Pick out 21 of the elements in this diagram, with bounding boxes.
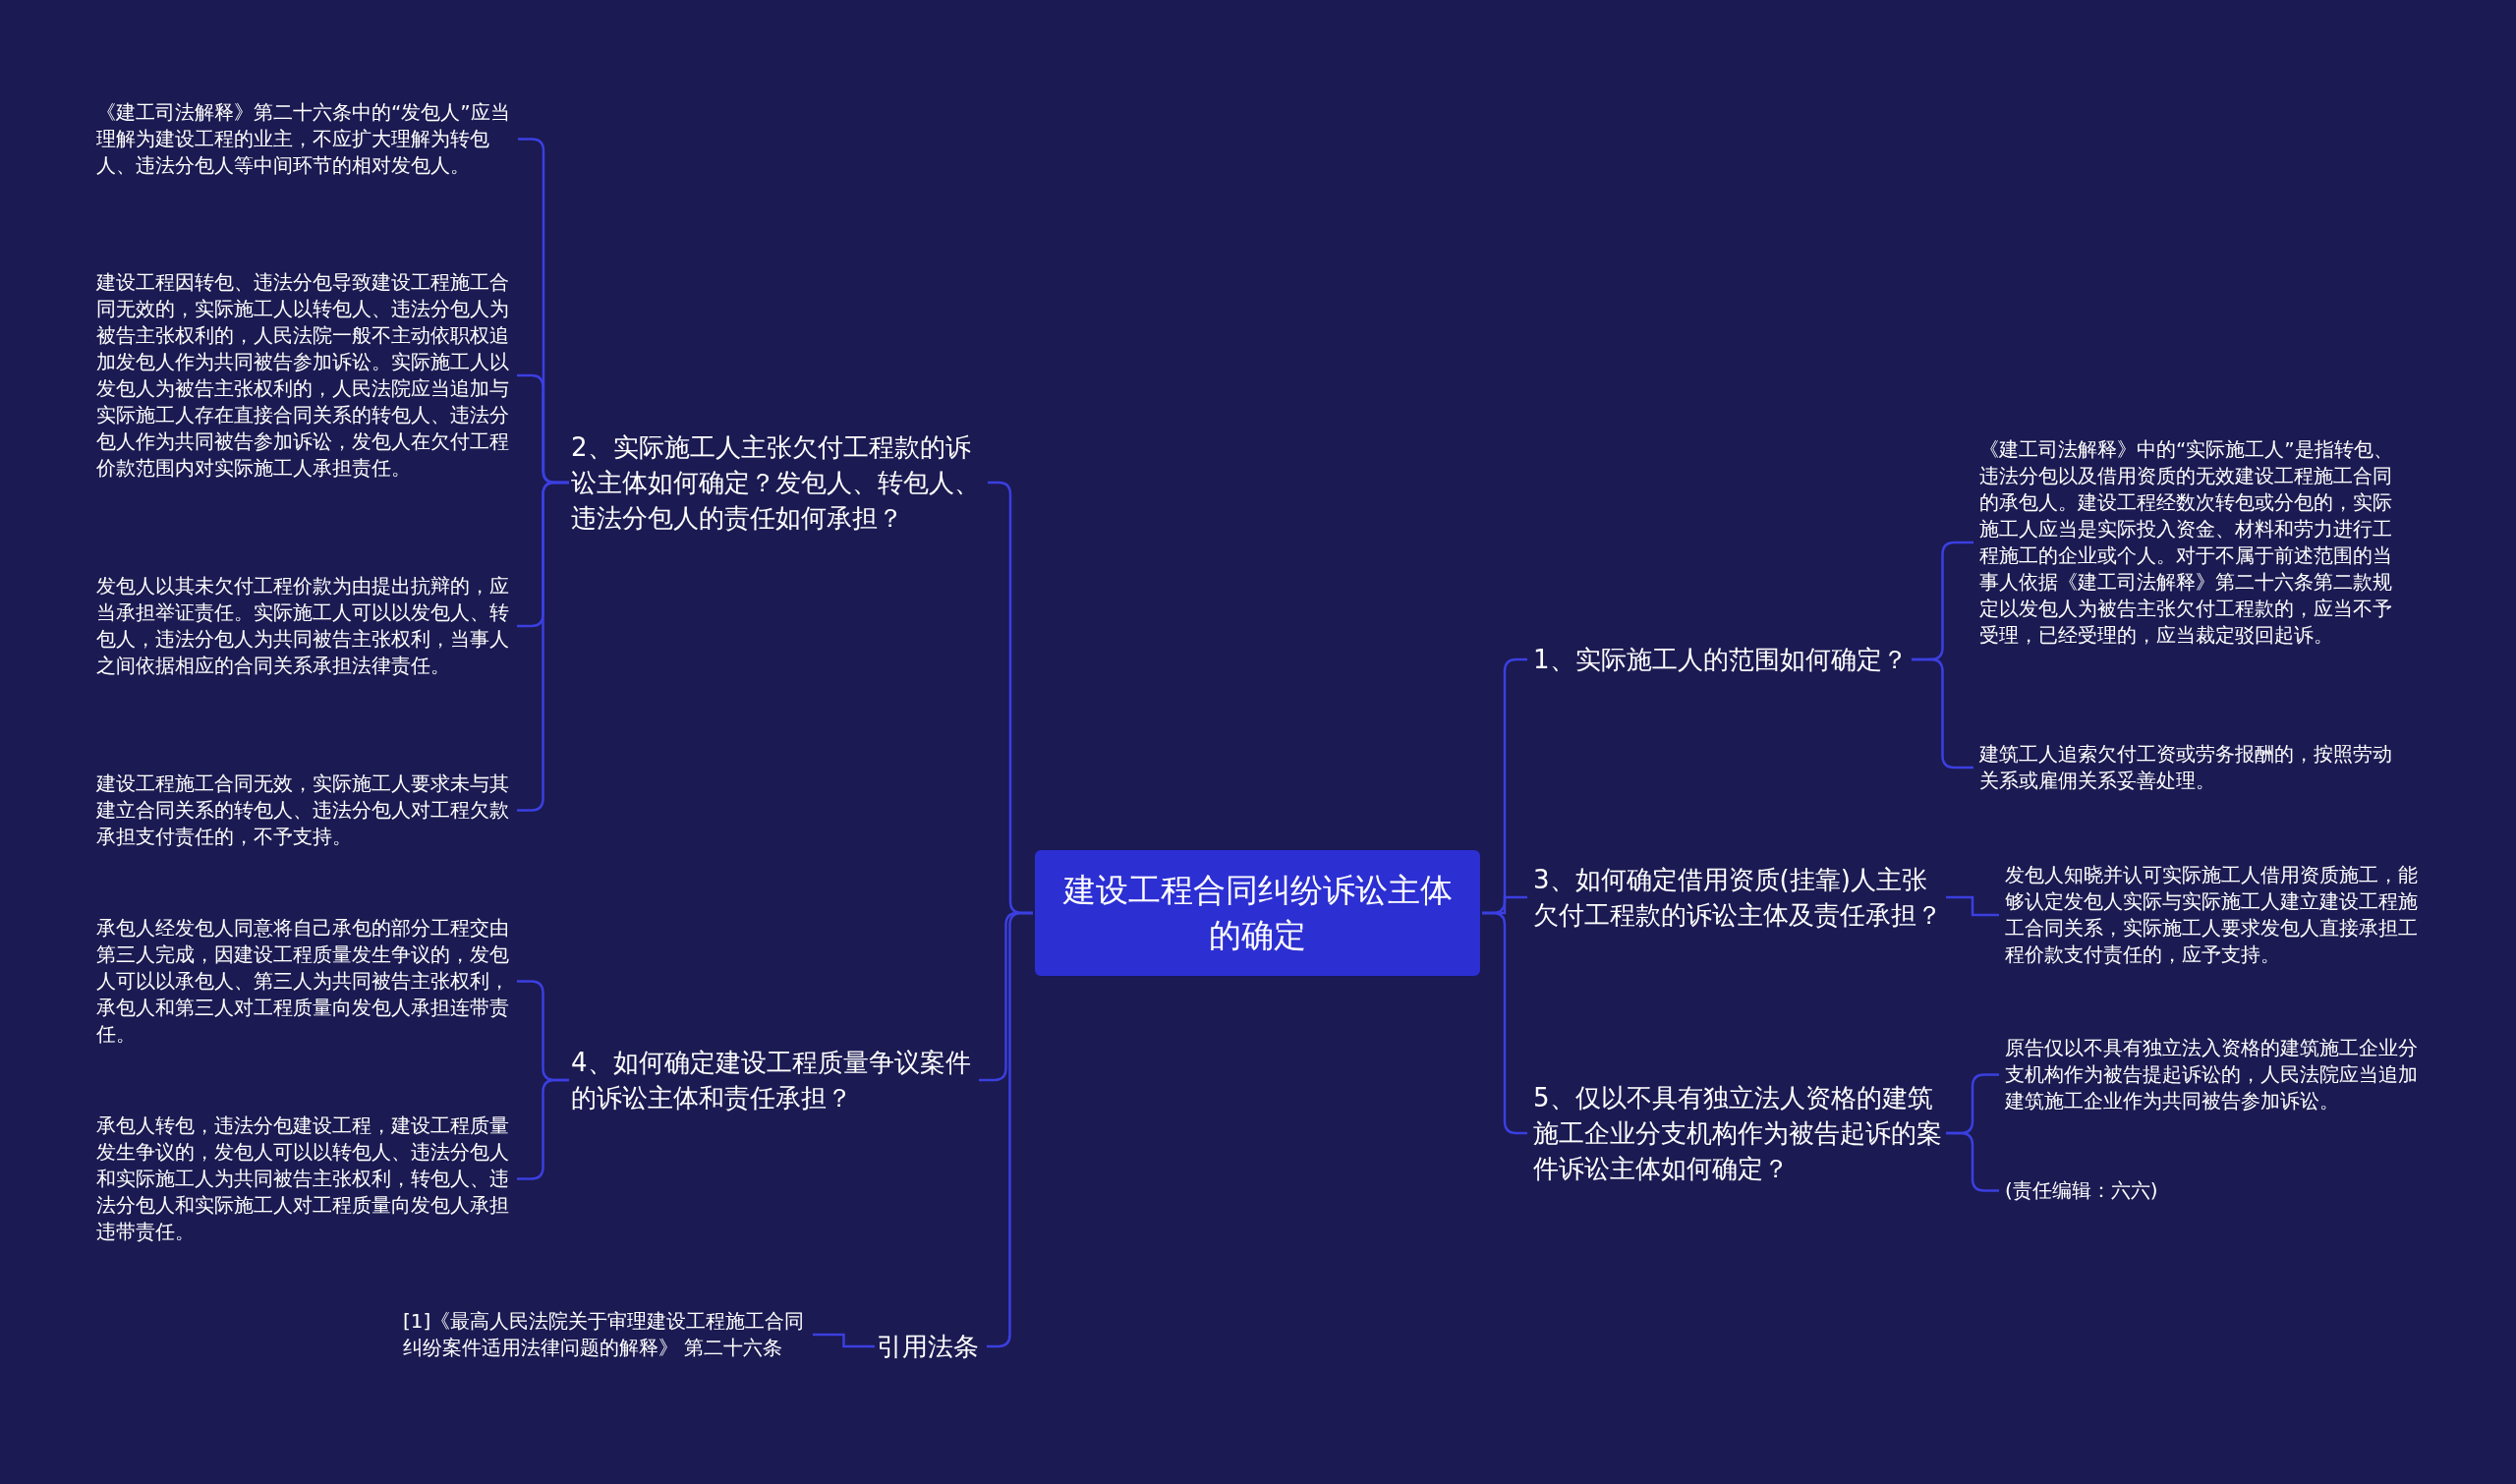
- branch-topic: 4、如何确定建设工程质量争议案件的诉讼主体和责任承担？: [571, 1045, 973, 1115]
- leaf-topic: 发包人知晓并认可实际施工人借用资质施工，能够认定发包人实际与实际施工人建立建设工程施工合同关系，实际施工人要求发包人直接承担工程价款支付责任的，应予支持。: [2005, 862, 2420, 968]
- leaf-topic: [1]《最高人民法院关于审理建设工程施工合同纠纷案件适用法律问题的解释》 第二十六条: [403, 1308, 807, 1361]
- leaf-topic: 建筑工人追索欠付工资或劳务报酬的，按照劳动关系或雇佣关系妥善处理。: [1979, 741, 2394, 794]
- leaf-topic: 原告仅以不具有独立法入资格的建筑施工企业分支机构作为被告提起诉讼的，人民法院应当追加建筑施工企业作为共同被告参加诉讼。: [2005, 1035, 2420, 1114]
- leaf-topic: 《建工司法解释》第二十六条中的“发包人”应当理解为建设工程的业主，不应扩大理解为转包人、违法分包人等中间环节的相对发包人。: [96, 99, 512, 179]
- branch-topic: 2、实际施工人主张欠付工程款的诉讼主体如何确定？发包人、转包人、违法分包人的责任如何承担？: [571, 429, 982, 536]
- connector-line: [1946, 895, 1999, 917]
- branch-topic: 引用法条: [877, 1329, 981, 1364]
- leaf-topic: 承包人转包，违法分包建设工程，建设工程质量发生争议的，发包人可以以转包人、违法分包人和实际施工人为共同被告主张权利，转包人、违法分包人和实际施工人对工程质量向发包人承担违带责任。: [96, 1113, 511, 1245]
- leaf-topic: 建设工程因转包、违法分包导致建设工程施工合同无效的，实际施工人以转包人、违法分包人为被告主张权利的，人民法院一般不主动依职权追加发包人作为共同被告参加诉讼。实际施工人以发包人为被告主张权利的，人民法院应当追加与实际施工人存在直接合同关系的转包人、违法分包人作为共同被告参加诉讼，发包人在欠付工程价款范围内对实际施工人承担责任。: [96, 269, 511, 482]
- leaf-topic: 建设工程施工合同无效，实际施工人要求未与其建立合同关系的转包人、违法分包人对工程欠款承担支付责任的，不予支持。: [96, 771, 511, 850]
- branch-topic: 1、实际施工人的范围如何确定？: [1533, 642, 1910, 677]
- leaf-topic: (责任编辑：六六): [2005, 1177, 2160, 1204]
- connector-line: [813, 1333, 875, 1348]
- branch-topic: 5、仅以不具有独立法人资格的建筑施工企业分支机构作为被告起诉的案件诉讼主体如何确定？: [1533, 1080, 1944, 1186]
- leaf-topic: 承包人经发包人同意将自己承包的部分工程交由第三人完成，因建设工程质量发生争议的，发包人可以以承包人、第三人为共同被告主张权利，承包人和第三人对工程质量向发包人承担连带责任。: [96, 915, 511, 1048]
- leaf-topic: 《建工司法解释》中的“实际施工人”是指转包、违法分包以及借用资质的无效建设工程施工合同的承包人。建设工程经数次转包或分包的，实际施工人应当是实际投入资金、材料和劳力进行工程施工的企业或个人。对于不属于前述范围的当事人依据《建工司法解释》第二十六条第二款规定以发包人为被告主张欠付工程款的，应当不予受理，已经受理的，应当裁定驳回起诉。: [1979, 436, 2395, 649]
- branch-topic: 3、如何确定借用资质(挂靠)人主张欠付工程款的诉讼主体及责任承担？: [1533, 862, 1944, 933]
- central-topic-box: 建设工程合同纠纷诉讼主体的确定: [1035, 850, 1480, 976]
- leaf-topic: 发包人以其未欠付工程价款为由提出抗辩的，应当承担举证责任。实际施工人可以以发包人、转包人，违法分包人为共同被告主张权利，当事人之间依据相应的合同关系承担法律责任。: [96, 573, 511, 679]
